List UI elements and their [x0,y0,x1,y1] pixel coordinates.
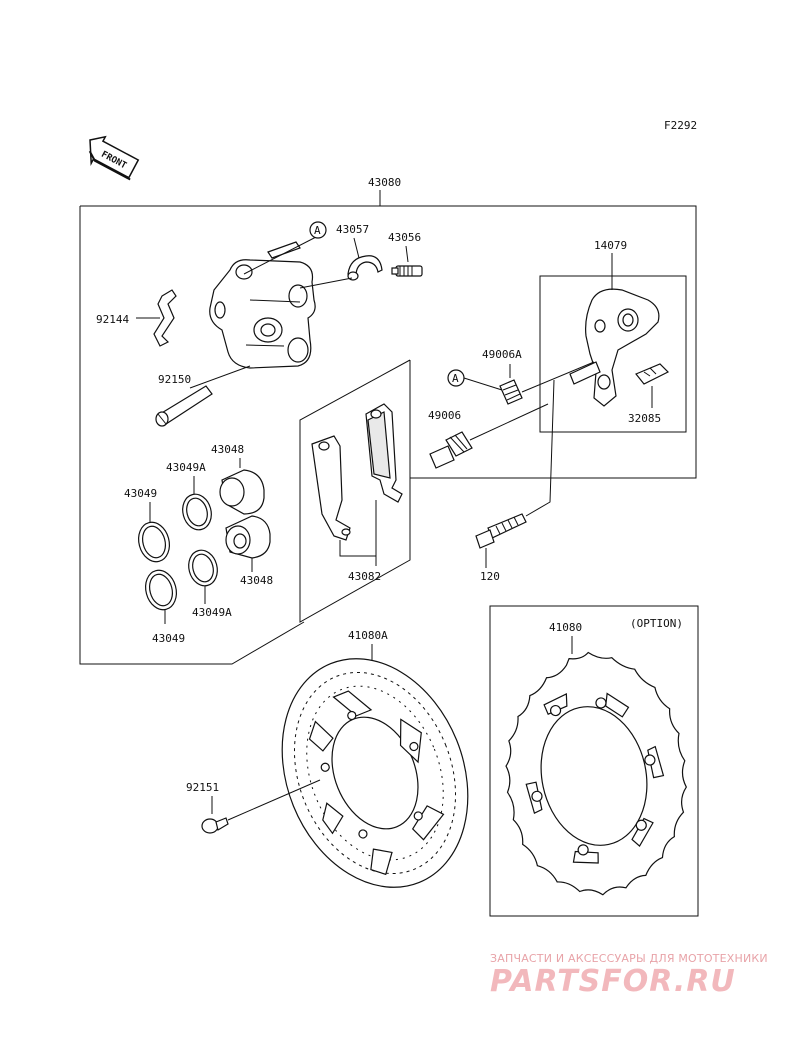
holder-frame [539,275,687,433]
label-41080a: 41080A [348,629,388,642]
piston-upper [219,469,265,515]
holder-bracket [569,288,660,407]
label-120: 120 [480,570,500,583]
seal-upper [138,521,170,563]
front-arrow-icon: FRONT [88,135,140,181]
bleeder-valve [391,265,423,277]
pad-spring [153,289,177,347]
option-frame [489,605,699,917]
callout-a-mid-letter: A [452,372,459,385]
option-text: (OPTION) [630,617,683,630]
seal-a-lower [188,549,218,587]
boot-a [499,379,523,405]
label-43082: 43082 [348,570,381,583]
label-14079: 14079 [594,239,627,252]
brake-disc-standard [281,658,469,888]
label-49006a: 49006A [482,348,522,361]
figure-code: F2292 [664,119,697,132]
label-43056: 43056 [388,231,421,244]
boot [429,431,473,469]
watermark-tagline: ЗАПЧАСТИ И АКСЕССУАРЫ ДЛЯ МОТОТЕХНИКИ [490,952,768,965]
watermark-logo: PARTSFOR.RU [490,964,736,999]
pin [155,385,213,427]
caliper-frame [79,190,697,665]
label-43048-top: 43048 [211,443,244,456]
pad-frame [299,359,411,623]
label-43049a-top: 43049A [166,461,206,474]
label-92144: 92144 [96,313,129,326]
label-43049-bottom: 43049 [152,632,185,645]
label-32085: 32085 [628,412,661,425]
callout-a-top [309,221,327,239]
label-41080: 41080 [549,621,582,634]
bleeder-cap [347,255,383,277]
bolt [475,513,527,549]
piston-lower [225,515,271,559]
label-92151: 92151 [186,781,219,794]
caliper-body [209,241,316,369]
shim [635,363,670,385]
label-43049-top: 43049 [124,487,157,500]
seal-lower [145,569,177,611]
pad-rear [311,435,351,541]
label-92150: 92150 [158,373,191,386]
label-43057: 43057 [336,223,369,236]
label-43080: 43080 [368,176,401,189]
disc-bolt [201,817,229,834]
brake-disc-option [505,651,688,896]
label-43049a-bottom: 43049A [192,606,232,619]
callout-a-top-letter: A [314,224,321,237]
pad-front [365,403,403,503]
label-49006: 49006 [428,409,461,422]
seal-a-upper [182,493,212,531]
label-43048-bottom: 43048 [240,574,273,587]
